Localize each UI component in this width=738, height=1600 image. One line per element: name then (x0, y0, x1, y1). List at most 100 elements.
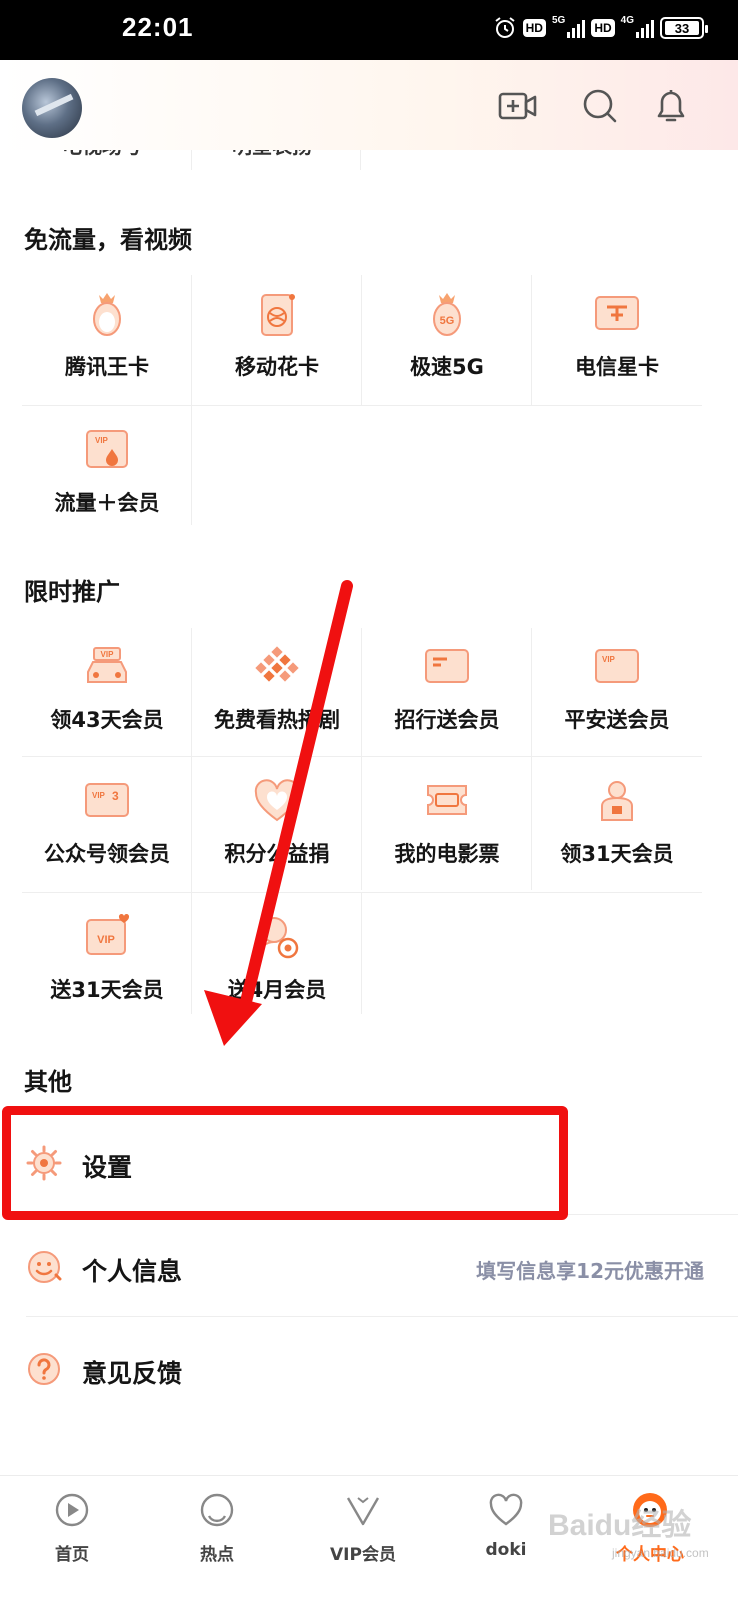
tile-label: 领43天会员 (50, 708, 164, 732)
section-title-promo: 限时推广 (24, 578, 120, 606)
tile-promo-give-4-months[interactable]: 送4月会员 (192, 898, 362, 1028)
nav-label: 热点 (200, 1545, 234, 1565)
vip-heart-card-icon: VIP (86, 913, 130, 955)
watermark-sub: jingyan.baidu.com (612, 1546, 709, 1560)
status-time: 22:01 (122, 12, 194, 42)
penguin-crown-icon (93, 293, 121, 336)
vip-data-card-icon: VIP (86, 430, 128, 468)
telecom-card-icon (595, 296, 639, 330)
list-item-label: 设置 (82, 1153, 133, 1182)
signal-icon-2 (636, 18, 654, 38)
tile-tencent-king-card[interactable]: 腾讯王卡 (22, 275, 192, 405)
list-item-personal-info[interactable]: 个人信息 填写信息享12元优惠开通 (0, 1216, 738, 1318)
svg-text:VIP: VIP (602, 655, 616, 664)
hot-circle-icon (200, 1493, 234, 1527)
tile-5g-speed[interactable]: 5G 极速5G (362, 275, 532, 405)
search-icon[interactable] (580, 86, 620, 126)
promo-grid: VIP 领43天会员 免费看热播剧 招行送会员 VIP 平安送会员 VIP 3 公… (22, 628, 702, 1028)
previous-grid-row: 电视场号 明星表扬 (0, 150, 738, 170)
list-item-hint: 填写信息享12元优惠开通 (476, 1259, 704, 1283)
tile-promo-points-donate[interactable]: 积分公益捐 (192, 762, 362, 892)
tile-label: 移动花卡 (235, 355, 319, 379)
section-title-free-data: 免流量，看视频 (24, 226, 192, 254)
svg-text:5G: 5G (440, 315, 455, 327)
svg-text:VIP: VIP (101, 650, 115, 659)
nav-doki[interactable]: doki (446, 1490, 566, 1590)
vip-car-icon: VIP (87, 647, 127, 683)
profile-mascot-icon (633, 1493, 667, 1527)
tile-label: 流量＋会员 (54, 491, 160, 515)
tile-promo-43-days[interactable]: VIP 领43天会员 (22, 628, 192, 758)
tile-promo-official-account[interactable]: VIP 3 公众号领会员 (22, 762, 192, 892)
scroll-content[interactable]: 电视场号 明星表扬 免流量，看视频 腾讯王卡 移动花卡 5G 极速5G 电信星卡… (0, 150, 738, 1475)
free-data-grid: 腾讯王卡 移动花卡 5G 极速5G 电信星卡 VIP 流量＋会员 (22, 275, 702, 540)
svg-text:VIP: VIP (95, 436, 109, 445)
nav-label: VIP会员 (330, 1545, 396, 1565)
alarm-icon (495, 17, 515, 38)
vip-v-icon (346, 1497, 380, 1526)
figure-badge-icon (259, 917, 299, 959)
tile-label: 领31天会员 (560, 842, 674, 866)
tile-data-plus-vip[interactable]: VIP 流量＋会员 (22, 411, 192, 541)
gift-figure-icon (601, 781, 633, 821)
tile-label: 平安送会员 (564, 708, 670, 732)
tile-label: 送31天会员 (50, 978, 164, 1002)
status-icons: HD 5G HD 4G 33 (493, 14, 708, 40)
network-hd-1: HD (522, 19, 546, 37)
nav-profile[interactable]: 个人中心 (590, 1490, 710, 1590)
tile-label: 公众号领会员 (44, 842, 170, 866)
tile-label: 我的电影票 (394, 842, 500, 866)
nav-hot[interactable]: 热点 (157, 1490, 277, 1590)
tile-label: 极速5G (410, 355, 484, 379)
list-item-label: 个人信息 (82, 1257, 183, 1286)
tile-promo-free-drama[interactable]: 免费看热播剧 (192, 628, 362, 758)
section-title-other: 其他 (24, 1068, 72, 1096)
tile-promo-give-31-days[interactable]: VIP 送31天会员 (22, 898, 192, 1028)
network-hd-2: HD (591, 19, 615, 37)
header-bar (0, 60, 738, 150)
bell-icon[interactable] (651, 86, 691, 126)
tile-promo-cmb[interactable]: 招行送会员 (362, 628, 532, 758)
previous-item-label[interactable]: 明星表扬 (232, 150, 312, 159)
tile-label: 积分公益捐 (224, 842, 330, 866)
tile-label: 电信星卡 (575, 355, 659, 379)
nav-home[interactable]: 首页 (12, 1490, 132, 1590)
video-add-icon[interactable] (498, 86, 538, 126)
tile-promo-pingan[interactable]: VIP 平安送会员 (532, 628, 702, 758)
ticket-icon (427, 785, 467, 815)
previous-item-label[interactable]: 电视场号 (62, 150, 142, 159)
tile-promo-movie-ticket[interactable]: 我的电影票 (362, 762, 532, 892)
vip-card-icon: VIP (595, 649, 639, 683)
tile-mobile-flower-card[interactable]: 移动花卡 (192, 275, 362, 405)
vip-3-card-icon: VIP 3 (85, 783, 129, 817)
tile-label: 送4月会员 (227, 978, 327, 1002)
svg-text:3: 3 (112, 789, 119, 803)
network-gen-2: 4G (620, 14, 634, 26)
tile-label: 免费看热播剧 (214, 708, 340, 732)
battery-level: 33 (665, 21, 699, 36)
svg-text:VIP: VIP (97, 934, 115, 946)
heart-icon (254, 779, 300, 822)
bottom-nav: 首页 热点 VIP会员 doki 个人中心 (0, 1475, 738, 1600)
mobile-card-icon (261, 294, 295, 336)
bank-card-icon (425, 649, 469, 683)
question-icon (28, 1353, 60, 1385)
tile-telecom-star-card[interactable]: 电信星卡 (532, 275, 702, 405)
avatar[interactable] (22, 78, 82, 138)
doki-heart-icon (489, 1493, 523, 1526)
watermark: Baidu经验 (548, 1509, 692, 1542)
nav-vip[interactable]: VIP会员 (303, 1490, 423, 1590)
battery-icon: 33 (660, 17, 708, 39)
list-item-feedback[interactable]: 意见反馈 (0, 1318, 738, 1420)
nav-label: 个人中心 (616, 1545, 684, 1565)
status-bar: 22:01 HD 5G HD 4G 33 (0, 0, 738, 60)
smile-face-icon (28, 1251, 62, 1283)
list-item-settings[interactable]: 设置 (0, 1112, 738, 1214)
tile-label: 招行送会员 (394, 708, 500, 732)
penguin-5g-icon: 5G (433, 293, 461, 336)
list-item-label: 意见反馈 (82, 1359, 183, 1388)
tile-promo-31-days[interactable]: 领31天会员 (532, 762, 702, 892)
highlight-box (2, 1106, 568, 1220)
svg-text:VIP: VIP (92, 791, 106, 800)
signal-icon-1 (567, 18, 586, 38)
